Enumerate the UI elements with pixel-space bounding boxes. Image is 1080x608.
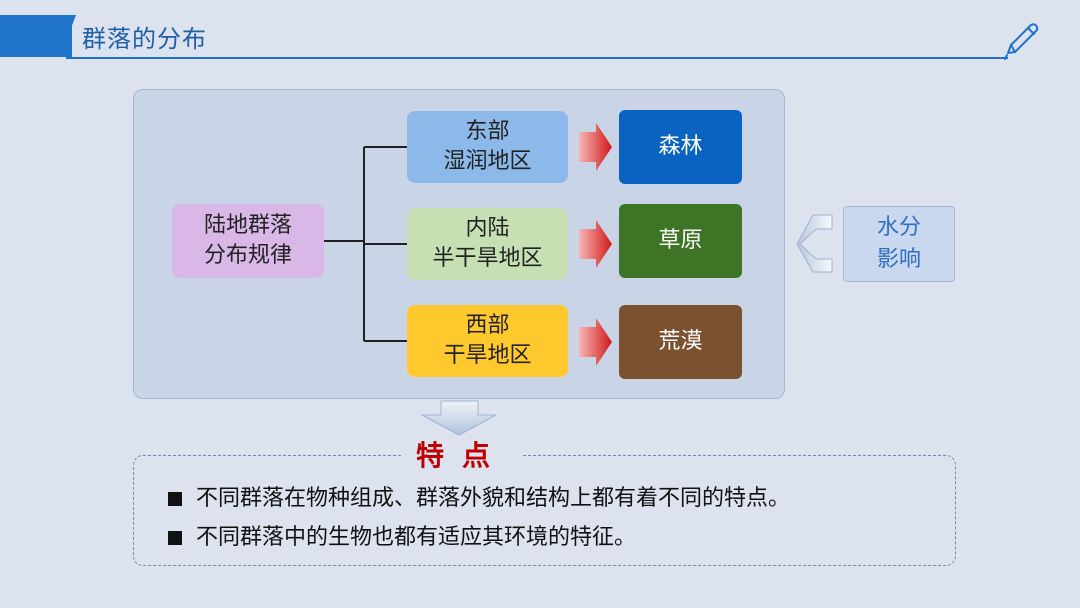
root-node-line-2: 分布规律 [203, 243, 292, 268]
features-panel [133, 455, 956, 566]
arrow-left-factor-icon [796, 214, 833, 273]
feature-item-text: 不同群落中的生物也都有适应其环境的特征。 [196, 525, 637, 550]
page-title: 群落的分布 [82, 25, 207, 53]
region-east-line-1: 东部 [465, 119, 510, 144]
result-grassland-node: 草原 [619, 204, 742, 278]
root-node: 陆地群落 分布规律 [172, 204, 324, 278]
region-east-node: 东部 湿润地区 [407, 111, 568, 183]
result-forest-node: 森林 [619, 110, 742, 184]
region-west-node: 西部 干旱地区 [407, 305, 568, 377]
region-east-line-2: 湿润地区 [443, 149, 532, 174]
arrow-down-icon [421, 400, 497, 436]
region-inland-line-1: 内陆 [465, 216, 510, 241]
pen-icon [1004, 23, 1039, 60]
bullet-square-icon [168, 531, 182, 545]
region-west-line-1: 西部 [465, 313, 510, 338]
region-inland-node: 内陆 半干旱地区 [407, 208, 568, 280]
region-west-line-2: 干旱地区 [443, 343, 532, 368]
factor-line-1: 水分 [876, 215, 921, 240]
root-node-line-1: 陆地群落 [203, 213, 292, 238]
header-accent-cut [60, 15, 76, 57]
factor-line-2: 影响 [876, 247, 921, 272]
features-title: 特点 [415, 439, 508, 472]
feature-item: 不同群落在物种组成、群落外貌和结构上都有着不同的特点。 [168, 484, 790, 514]
region-inland-line-2: 半干旱地区 [432, 246, 543, 271]
feature-item: 不同群落中的生物也都有适应其环境的特征。 [168, 523, 636, 553]
features-title-background [402, 440, 522, 476]
title-underline [66, 57, 1008, 59]
feature-item-text: 不同群落在物种组成、群落外貌和结构上都有着不同的特点。 [196, 486, 791, 511]
factor-node: 水分 影响 [843, 206, 955, 282]
result-desert-node: 荒漠 [619, 305, 742, 379]
bullet-square-icon [168, 492, 182, 506]
